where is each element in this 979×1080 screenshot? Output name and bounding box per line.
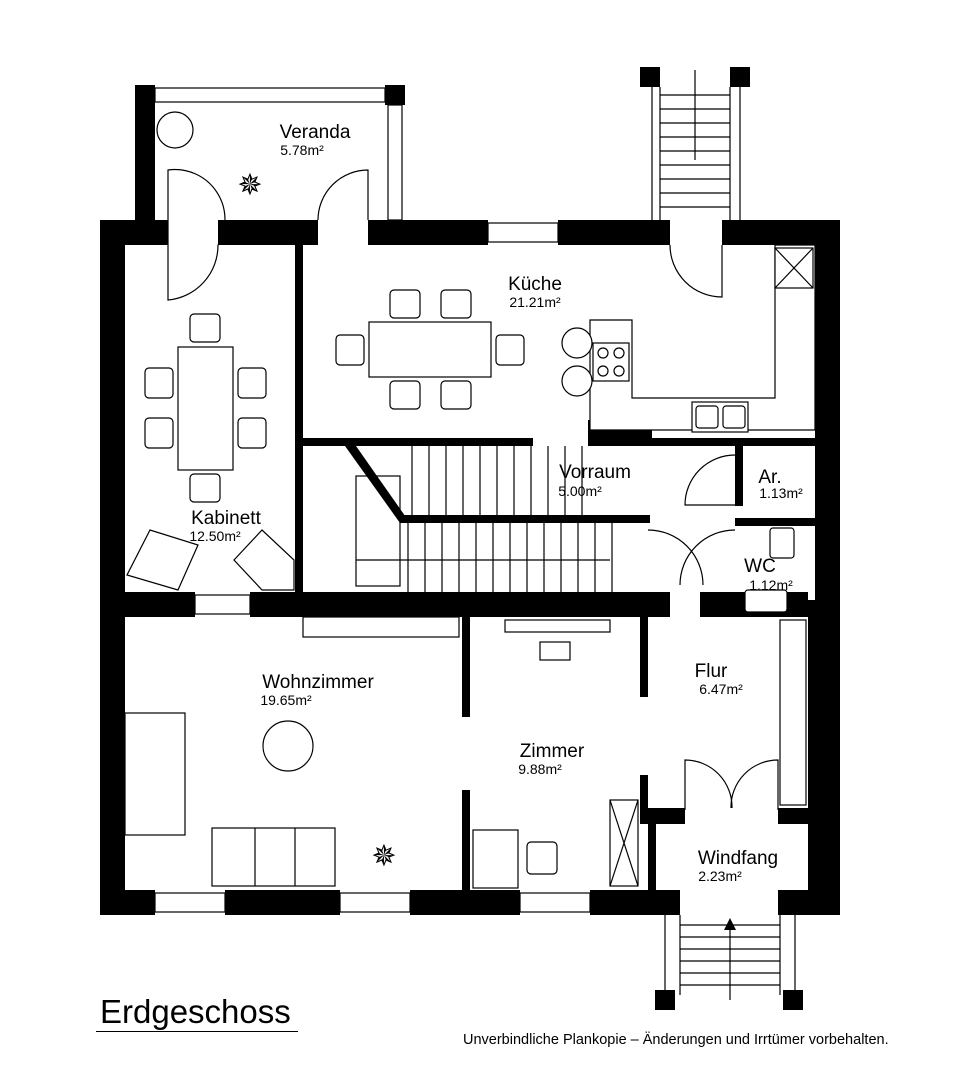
veranda-walls bbox=[135, 85, 405, 221]
room-name-flur: Flur bbox=[695, 661, 728, 682]
room-area-kueche: 21.21m² bbox=[509, 294, 561, 310]
floor-title: Erdgeschoss bbox=[100, 993, 291, 1030]
stairs-bottom bbox=[655, 915, 803, 1010]
room-area-wc: 1.12m² bbox=[749, 577, 793, 593]
room-labels: Veranda 5.78m² Küche 21.21m² Kabinett 12… bbox=[189, 122, 803, 884]
plant-icon: ✵ bbox=[237, 169, 262, 202]
room-name-ar: Ar. bbox=[758, 467, 781, 488]
furniture: ✵ ✵ bbox=[124, 169, 816, 889]
room-area-ar: 1.13m² bbox=[759, 485, 803, 501]
disclaimer-text: Unverbindliche Plankopie – Änderungen un… bbox=[463, 1032, 889, 1048]
room-area-windfang: 2.23m² bbox=[698, 868, 742, 884]
room-area-kabinett: 12.50m² bbox=[189, 528, 241, 544]
stairs-top bbox=[640, 67, 750, 220]
room-name-kueche: Küche bbox=[508, 274, 562, 295]
plant-icon: ✵ bbox=[371, 840, 396, 873]
room-name-zimmer: Zimmer bbox=[520, 741, 585, 762]
room-name-kabinett: Kabinett bbox=[191, 508, 261, 529]
interior-walls bbox=[100, 245, 840, 890]
room-area-flur: 6.47m² bbox=[699, 681, 743, 697]
outer-walls bbox=[100, 220, 840, 915]
room-name-wohnzimmer: Wohnzimmer bbox=[262, 672, 374, 693]
room-name-vorraum: Vorraum bbox=[559, 462, 631, 483]
room-area-wohnzimmer: 19.65m² bbox=[260, 692, 312, 708]
title-underline bbox=[96, 1031, 298, 1032]
stairs-vorraum bbox=[355, 446, 613, 592]
room-name-wc: WC bbox=[744, 556, 776, 577]
room-area-zimmer: 9.88m² bbox=[518, 761, 562, 777]
doors bbox=[167, 168, 779, 810]
room-name-windfang: Windfang bbox=[698, 848, 778, 869]
room-area-veranda: 5.78m² bbox=[280, 142, 324, 158]
room-name-veranda: Veranda bbox=[280, 122, 351, 143]
room-area-vorraum: 5.00m² bbox=[558, 483, 602, 499]
